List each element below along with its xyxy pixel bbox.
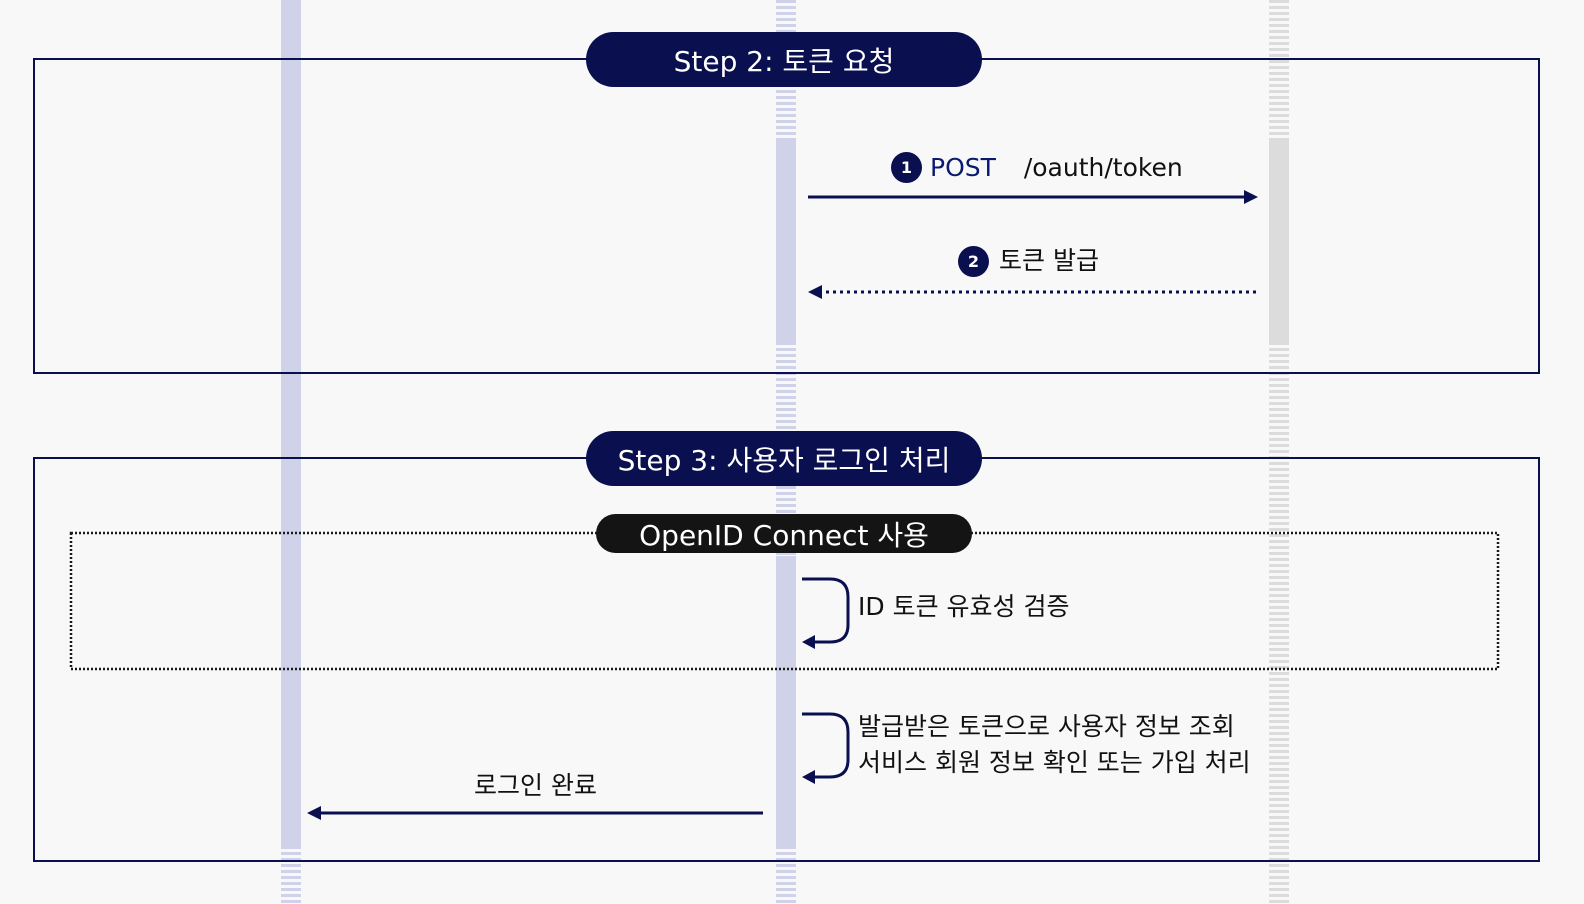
option-title-pill: OpenID Connect 사용 [596,514,972,553]
message1-label: POST /oauth/token [930,155,1183,180]
self-call2-arrow [802,712,850,779]
self-call1-label: ID 토큰 유효성 검증 [858,592,1070,621]
return-arrowhead [307,806,321,820]
self-call1-arrow [802,577,850,644]
self-call2-label-line1: 발급받은 토큰으로 사용자 정보 조회 [858,712,1235,741]
self-call1-arrowhead [802,635,815,649]
message2-number-badge: 2 [958,246,989,277]
message2-label: 토큰 발급 [999,246,1099,275]
option-title: OpenID Connect 사용 [639,518,929,552]
lifeline-left [281,0,301,846]
message1-path: /oauth/token [1023,153,1183,182]
step2-title-pill: Step 2: 토큰 요청 [586,32,982,87]
message2-number: 2 [967,252,980,271]
step3-title-pill: Step 3: 사용자 로그인 처리 [586,431,982,486]
message2-arrowhead [808,285,822,299]
message1-number: 1 [900,158,913,177]
message1-arrowhead [1244,190,1258,204]
lifeline-left-tail [281,846,301,904]
step2-title: Step 2: 토큰 요청 [673,44,895,78]
self-call2-arrowhead [802,770,815,784]
lifeline-right-dashed [1269,0,1289,904]
return-label: 로그인 완료 [474,771,597,800]
activation-bar-step2-mid [776,138,796,342]
activation-bar-step2-right [1269,138,1289,342]
self-call2-label-line2: 서비스 회원 정보 확인 또는 가입 처리 [858,748,1251,777]
step3-title: Step 3: 사용자 로그인 처리 [617,443,951,477]
message1-method: POST [930,153,996,182]
message1-number-badge: 1 [891,152,922,183]
activation-bar-step3-mid [776,556,796,846]
